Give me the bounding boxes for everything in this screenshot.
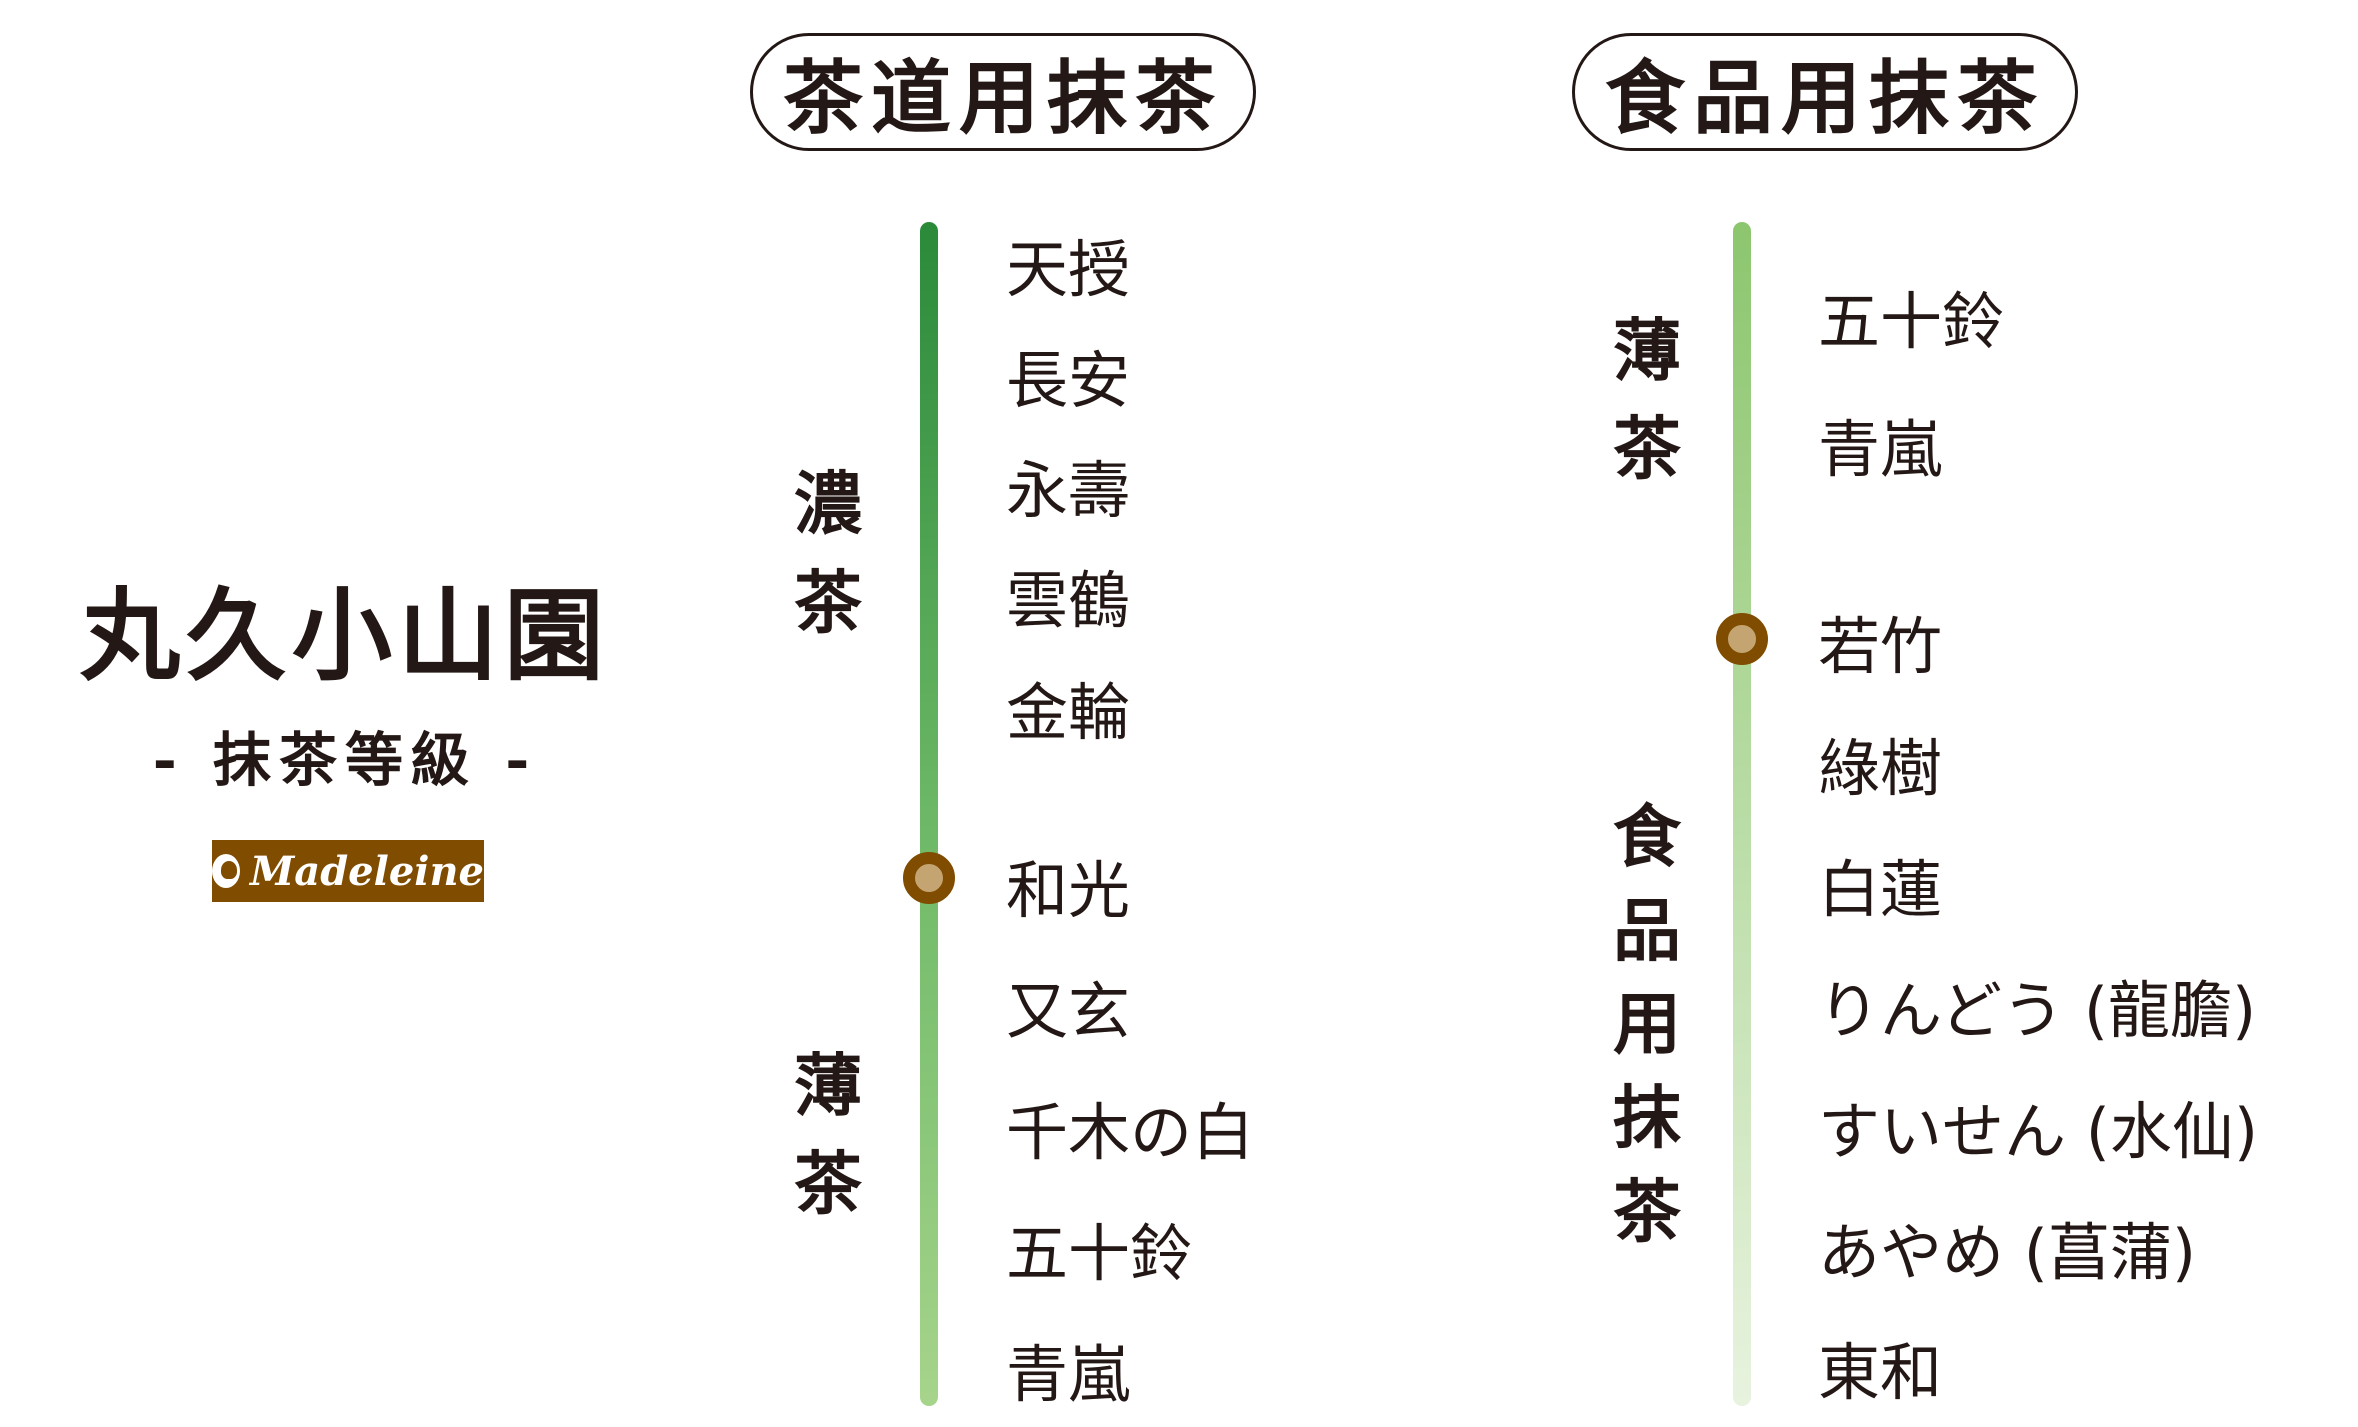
grade-item: すいせん (水仙) xyxy=(1818,1095,2259,1168)
group-label-food: 抹 xyxy=(1612,1078,1682,1159)
section-title-tea-ceremony: 茶道用抹茶 xyxy=(750,33,1256,151)
grade-item: 天授 xyxy=(1006,233,1131,306)
grade-item: あやめ (菖蒲) xyxy=(1818,1216,2197,1289)
madeleine-logo: Madeleine xyxy=(212,840,484,902)
grade-item: 雲鶴 xyxy=(1006,564,1131,637)
group-label-food: 品 xyxy=(1612,891,1682,972)
grade-item: 又玄 xyxy=(1006,975,1131,1048)
grade-item: 長安 xyxy=(1006,344,1131,417)
logo-text: Madeleine xyxy=(250,847,484,895)
grade-item: 東和 xyxy=(1818,1336,1943,1409)
grade-line-tea-ceremony xyxy=(920,222,938,1406)
grade-item: 五十鈴 xyxy=(1006,1217,1193,1290)
group-label-food: 用 xyxy=(1612,984,1682,1065)
grade-item: 若竹 xyxy=(1818,610,1943,683)
shell-icon xyxy=(212,854,241,888)
group-label-food: 食 xyxy=(1612,797,1682,878)
grade-item: 青嵐 xyxy=(1006,1338,1131,1411)
group-label-usucha: 茶 xyxy=(793,1144,863,1225)
group-label-food: 茶 xyxy=(1612,1172,1682,1253)
section-title-food: 食品用抹茶 xyxy=(1572,33,2078,151)
grade-item: 和光 xyxy=(1006,854,1131,927)
grade-item: 白蓮 xyxy=(1818,853,1943,926)
grade-line-food xyxy=(1733,222,1751,1406)
grade-item: 金輪 xyxy=(1006,676,1131,749)
group-label-koicha: 茶 xyxy=(793,563,863,644)
brand-subtitle: - 抹茶等級 - xyxy=(152,726,538,794)
group-label-usucha: 薄 xyxy=(793,1046,863,1127)
grade-item: 青嵐 xyxy=(1818,413,1943,486)
group-label-koicha: 濃 xyxy=(793,464,863,545)
divider-dot xyxy=(903,852,955,904)
group-label-usucha: 茶 xyxy=(1612,409,1682,490)
grade-item: 五十鈴 xyxy=(1818,285,2005,358)
grade-item: 綠樹 xyxy=(1818,732,1943,805)
brand-name: 丸久小山園 xyxy=(80,576,610,695)
grade-item: 永壽 xyxy=(1006,454,1131,527)
divider-dot xyxy=(1716,613,1768,665)
grade-item: りんどう (龍膽) xyxy=(1818,974,2257,1047)
group-label-usucha: 薄 xyxy=(1612,311,1682,392)
grade-item: 千木の白 xyxy=(1006,1096,1255,1169)
